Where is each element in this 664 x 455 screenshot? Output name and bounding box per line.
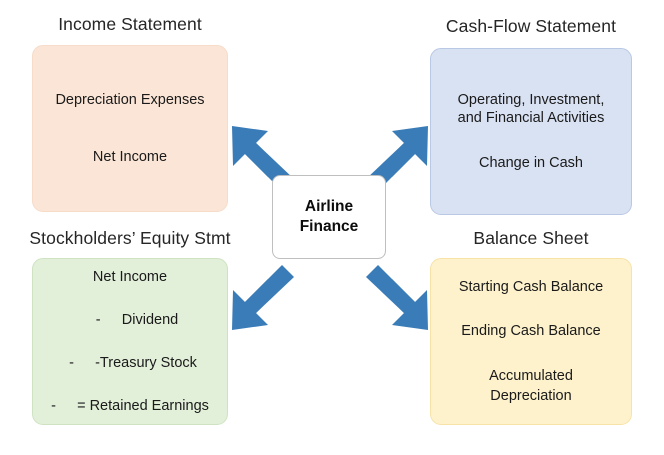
cashflow-group-change: Change in Cash: [479, 154, 583, 172]
balance-group-accumulated-depreciation: Accumulated Depreciation: [489, 367, 573, 405]
heading-balance-sheet: Balance Sheet: [473, 228, 589, 248]
balance-item-3: Depreciation: [490, 387, 572, 404]
equity-prefix-2: -: [69, 355, 74, 371]
hub-title-line-2: Finance: [299, 218, 359, 235]
arrow-down-left: [232, 265, 294, 330]
equity-prefix-1: -: [95, 312, 101, 328]
equity-item-2: -Treasury Stock: [95, 355, 197, 371]
equity-row-2: - -Treasury Stock: [30, 355, 230, 371]
balance-item-2: Accumulated: [489, 367, 573, 384]
box-balance-sheet: Starting Cash Balance Ending Cash Balanc…: [430, 258, 632, 425]
cashflow-item-1: and Financial Activities: [457, 110, 605, 127]
arrow-down-right: [366, 265, 428, 330]
equity-item-0: Net Income: [92, 269, 168, 285]
box-stockholders-equity-statement: Net Income - Dividend - -Treasury Stock - =…: [32, 258, 228, 425]
box-income-statement: Depreciation Expenses Net Income: [32, 45, 228, 212]
equity-row-0: Net Income: [33, 269, 227, 285]
equity-row-1: - Dividend: [26, 312, 234, 328]
equity-item-3: = Retained Earnings: [77, 398, 209, 414]
box-cash-flow-statement: Operating, Investment, and Financial Act…: [430, 48, 632, 215]
hub-airline-finance: Airline Finance: [272, 175, 386, 259]
cashflow-item-0: Operating, Investment,: [457, 92, 605, 109]
equity-row-3: - = Retained Earnings: [33, 398, 227, 414]
balance-item-1: Ending Cash Balance: [461, 323, 601, 340]
balance-item-0: Starting Cash Balance: [458, 279, 604, 296]
heading-income-statement: Income Statement: [58, 14, 202, 34]
income-item-0: Depreciation Expenses: [55, 92, 205, 109]
cashflow-item-2: Change in Cash: [479, 154, 583, 171]
heading-cash-flow-statement: Cash-Flow Statement: [445, 16, 617, 36]
hub-title-line-1: Airline: [304, 197, 354, 215]
equity-prefix-3: -: [51, 398, 56, 414]
cashflow-group-activities: Operating, Investment, and Financial Act…: [458, 91, 605, 127]
equity-item-1: Dividend: [121, 312, 179, 328]
income-item-1: Net Income: [92, 148, 168, 165]
heading-stockholders-equity-statement: Stockholders’ Equity Stmt: [29, 228, 231, 248]
